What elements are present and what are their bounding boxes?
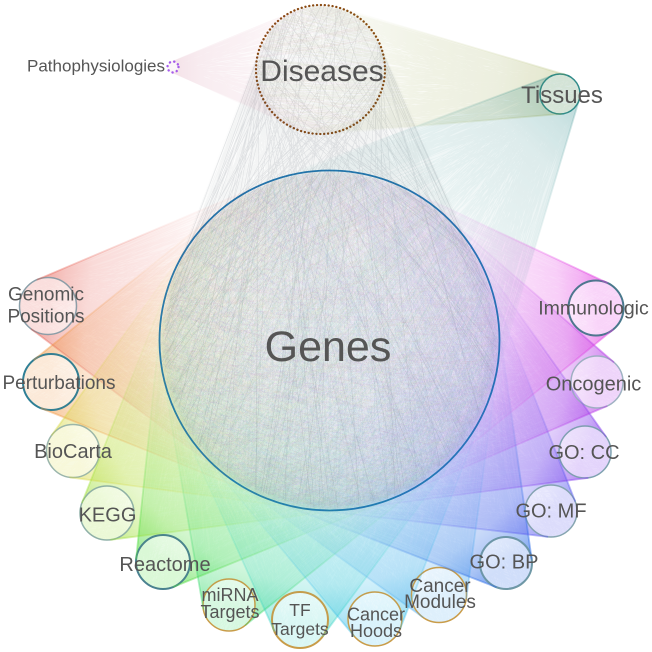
svg-text:Modules: Modules — [404, 592, 476, 613]
svg-text:Cancer: Cancer — [347, 605, 405, 625]
svg-text:BioCarta: BioCarta — [34, 441, 113, 463]
svg-text:GO: MF: GO: MF — [515, 501, 586, 523]
svg-text:GO: CC: GO: CC — [548, 442, 619, 464]
svg-text:Genomic: Genomic — [8, 285, 84, 306]
svg-text:Perturbations: Perturbations — [2, 373, 115, 394]
svg-text:Targets: Targets — [200, 602, 259, 622]
svg-text:Hoods: Hoods — [350, 621, 402, 641]
svg-text:Targets: Targets — [271, 619, 329, 639]
svg-text:Immunologic: Immunologic — [538, 298, 649, 320]
svg-text:Reactome: Reactome — [119, 554, 210, 576]
svg-text:Cancer: Cancer — [409, 576, 471, 597]
svg-text:Tissues: Tissues — [521, 82, 603, 109]
svg-text:Pathophysiologies: Pathophysiologies — [27, 57, 165, 76]
svg-text:Oncogenic: Oncogenic — [546, 374, 642, 396]
svg-text:TF: TF — [289, 600, 310, 620]
svg-text:Diseases: Diseases — [260, 55, 383, 88]
svg-text:GO: BP: GO: BP — [470, 552, 539, 574]
svg-text:miRNA: miRNA — [202, 585, 259, 605]
svg-text:Genes: Genes — [265, 323, 392, 371]
svg-text:Positions: Positions — [7, 307, 84, 328]
svg-text:KEGG: KEGG — [79, 505, 137, 527]
